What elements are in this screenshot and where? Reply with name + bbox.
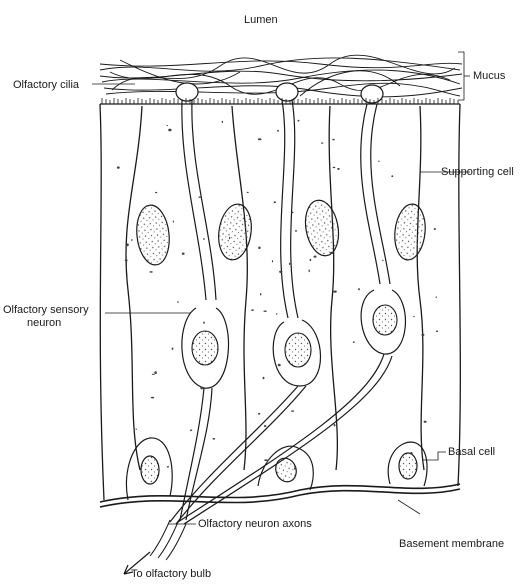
axon-bundle <box>150 520 186 560</box>
label-mucus: Mucus <box>473 70 505 83</box>
label-lumen: Lumen <box>244 14 278 27</box>
label-supporting-cell: Supporting cell <box>441 166 514 179</box>
leader-lines <box>92 52 470 524</box>
label-basal-cell: Basal cell <box>448 446 495 459</box>
label-basement-membrane: Basement membrane <box>399 538 504 551</box>
label-olfactory-neuron-axons: Olfactory neuron axons <box>198 518 312 531</box>
label-olfactory-sensory-neuron-2: neuron <box>27 317 61 330</box>
dendritic-knobs <box>176 83 383 103</box>
label-olfactory-sensory-neuron-1: Olfactory sensory <box>3 304 89 317</box>
label-to-olfactory-bulb: To olfactory bulb <box>131 568 211 581</box>
basement-membrane <box>100 484 460 507</box>
neuron-nuclei <box>192 305 397 367</box>
epithelium-outline <box>100 104 460 500</box>
label-olfactory-cilia: Olfactory cilia <box>13 79 79 92</box>
basal-cells <box>126 438 427 500</box>
